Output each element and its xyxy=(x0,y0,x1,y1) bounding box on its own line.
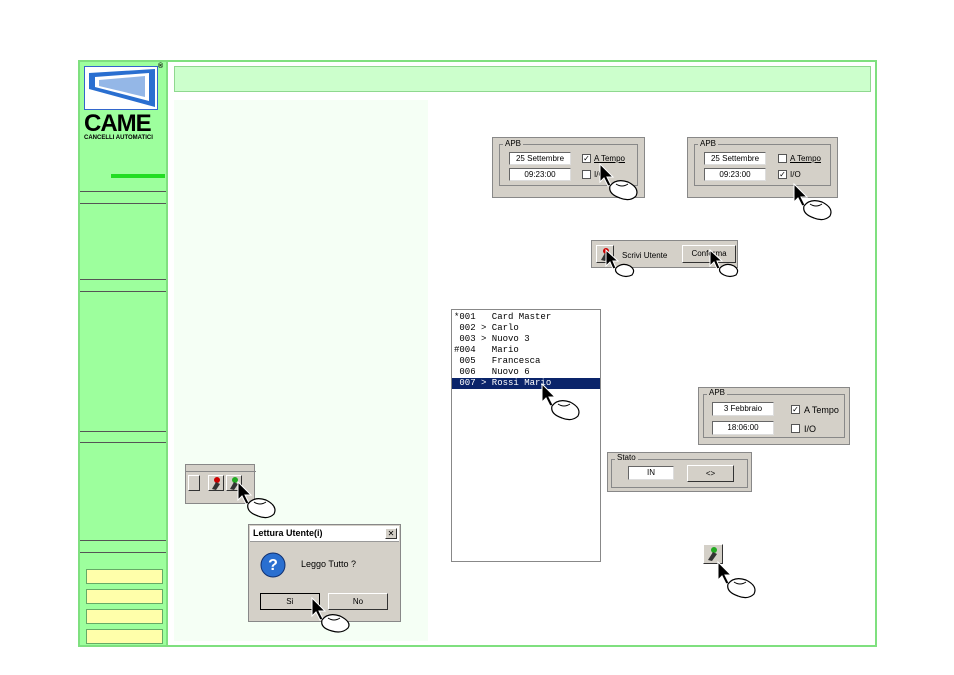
stato-title: Stato xyxy=(615,453,638,462)
write-user-button[interactable] xyxy=(208,475,224,491)
user-write-icon xyxy=(212,477,220,490)
apb-date-field[interactable]: 25 Settembre xyxy=(704,152,766,165)
apb-io-checkbox[interactable] xyxy=(582,170,591,179)
apb-io-checkbox[interactable]: ✓ xyxy=(778,170,787,179)
stato-value-field: IN xyxy=(628,466,674,480)
mouse-icon xyxy=(237,480,276,519)
logo xyxy=(84,66,158,110)
mouse-icon xyxy=(605,248,635,278)
yes-button[interactable]: Sì xyxy=(260,593,320,610)
apb-groupbox xyxy=(703,394,845,438)
dialog-titlebar: Lettura Utente(i) ✕ xyxy=(250,526,399,542)
write-user-toolbar: Scrivi Utente Conferma xyxy=(591,240,738,268)
apb-io-checkbox[interactable] xyxy=(791,424,800,433)
apb-tempo-checkbox[interactable]: ✓ xyxy=(791,405,800,414)
list-item[interactable]: #004 Mario xyxy=(454,345,519,355)
sidebar-nav-button[interactable] xyxy=(86,589,163,604)
write-user-button[interactable] xyxy=(703,544,723,564)
list-item[interactable]: *001 Card Master xyxy=(454,312,552,322)
user-list[interactable]: *001 Card Master 002 > Carlo 003 > Nuovo… xyxy=(451,309,601,562)
svg-text:?: ? xyxy=(268,557,278,574)
stato-groupbox xyxy=(611,459,748,488)
mouse-icon xyxy=(541,382,580,421)
logo-brand: CAME xyxy=(84,110,152,137)
sidebar-nav-button[interactable] xyxy=(86,569,163,584)
confirm-button[interactable]: Conferma xyxy=(682,245,736,263)
mouse-icon xyxy=(717,560,756,599)
logo-gate-icon xyxy=(89,69,155,107)
apb-io-label: I/O xyxy=(790,170,801,179)
list-item[interactable]: 005 Francesca xyxy=(454,356,541,366)
user-read-icon xyxy=(230,477,238,490)
apb-tempo-checkbox[interactable]: ✓ xyxy=(582,154,591,163)
sidebar-nav-button[interactable] xyxy=(86,609,163,624)
apb-io-label: I/O xyxy=(804,424,817,434)
stato-panel: Stato IN <> xyxy=(607,452,752,492)
dialog-title: Lettura Utente(i) xyxy=(253,528,323,538)
apb-date-field[interactable]: 3 Febbraio xyxy=(712,402,774,416)
write-user-label: Scrivi Utente xyxy=(622,251,668,260)
logo-registered: ® xyxy=(158,63,164,70)
apb-panel-3: APB 3 Febbraio 18:06:00 ✓ A Tempo I/O xyxy=(698,387,850,445)
apb-io-label: I/O xyxy=(594,170,605,179)
apb-groupbox xyxy=(694,144,831,186)
sidebar-divider xyxy=(80,291,166,292)
apb-title: APB xyxy=(707,388,728,397)
apb-panel-2: APB 25 Settembre 09:23:00 A Tempo ✓ I/O xyxy=(687,137,838,198)
question-icon: ? xyxy=(260,552,286,578)
apb-title: APB xyxy=(698,139,719,148)
read-user-dialog: Lettura Utente(i) ✕ ? Leggo Tutto ? Sì N… xyxy=(248,524,401,622)
list-item[interactable]: 006 Nuovo 6 xyxy=(454,367,530,377)
mouse-icon xyxy=(709,248,739,278)
apb-tempo-checkbox[interactable] xyxy=(778,154,787,163)
toolbar-divider xyxy=(186,471,256,472)
sidebar-divider xyxy=(80,552,166,553)
apb-time-field[interactable]: 09:23:00 xyxy=(509,168,571,181)
apb-date-field[interactable]: 25 Settembre xyxy=(509,152,571,165)
apb-time-field[interactable]: 09:23:00 xyxy=(704,168,766,181)
user-write-icon xyxy=(708,547,717,561)
close-icon[interactable]: ✕ xyxy=(385,528,397,539)
mouse-icon xyxy=(793,182,832,221)
sidebar-nav-button[interactable] xyxy=(86,629,163,644)
list-item[interactable]: 003 > Nuovo 3 xyxy=(454,334,530,344)
sidebar-divider xyxy=(80,442,166,443)
apb-title: APB xyxy=(503,139,524,148)
apb-groupbox xyxy=(499,144,638,186)
toolbar-button[interactable] xyxy=(188,475,200,491)
logo-tagline: CANCELLI AUTOMATICI xyxy=(84,135,153,141)
sidebar-divider xyxy=(80,203,166,204)
header-bar xyxy=(174,66,871,92)
list-item-selected[interactable]: 007 > Rossi Mario xyxy=(452,378,600,389)
sidebar-divider xyxy=(80,431,166,432)
no-button[interactable]: No xyxy=(328,593,388,610)
sidebar-divider xyxy=(80,540,166,541)
sidebar-divider xyxy=(80,279,166,280)
stato-toggle-button[interactable]: <> xyxy=(687,465,734,482)
apb-time-field[interactable]: 18:06:00 xyxy=(712,421,774,435)
apb-tempo-label: A Tempo xyxy=(594,154,625,163)
apb-tempo-label: A Tempo xyxy=(790,154,821,163)
list-item[interactable]: 002 > Carlo xyxy=(454,323,519,333)
apb-tempo-label: A Tempo xyxy=(804,405,839,415)
sidebar-accent xyxy=(111,174,165,178)
mouse-icon xyxy=(599,162,638,201)
sidebar-divider xyxy=(80,191,166,192)
mouse-icon xyxy=(311,596,350,633)
apb-panel-1: APB 25 Settembre 09:23:00 ✓ A Tempo I/O xyxy=(492,137,645,198)
sidebar xyxy=(80,62,168,645)
dialog-message: Leggo Tutto ? xyxy=(301,559,357,569)
